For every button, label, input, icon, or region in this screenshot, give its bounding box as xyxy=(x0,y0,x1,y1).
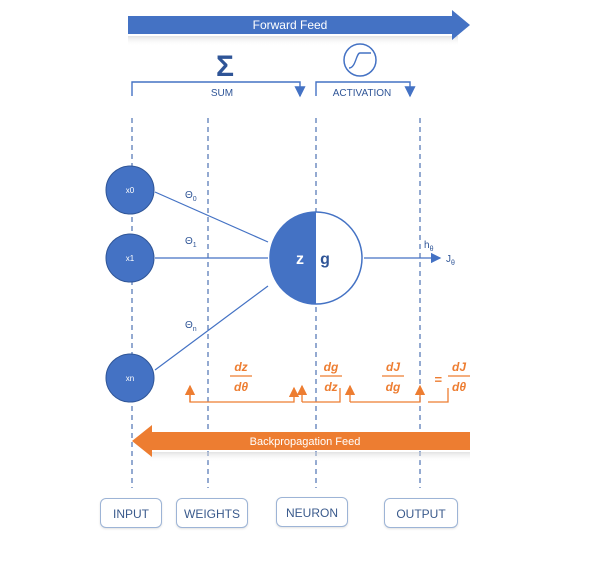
gradient-equals: = xyxy=(434,372,442,387)
gradient-dj-dg: dJ dg xyxy=(382,360,404,394)
stage-weights-box: WEIGHTS xyxy=(176,498,248,528)
backpropagation-label: Backpropagation Feed xyxy=(250,436,361,448)
gradient-dz-dtheta: dz dθ xyxy=(230,360,252,394)
stage-input-box: INPUT xyxy=(100,498,162,528)
stage-neuron-box: NEURON xyxy=(276,497,348,527)
weight-label-theta1: Θ1 xyxy=(185,236,197,249)
input-label-x0: x0 xyxy=(126,186,135,195)
gradient-numerator: dJ xyxy=(386,360,400,374)
input-node-x0: x0 xyxy=(105,165,155,215)
gradient-numerator: dg xyxy=(324,360,339,374)
gradient-denominator: dθ xyxy=(234,380,248,394)
gradient-brackets xyxy=(184,384,449,403)
gradient-denominator: dg xyxy=(386,380,401,394)
input-node-xn: xn xyxy=(105,353,155,403)
weight-label-thetan: Θn xyxy=(185,320,197,333)
input-label-x1: x1 xyxy=(126,254,135,263)
stage-output-box: OUTPUT xyxy=(384,498,458,528)
gradient-dg-dz: dg dz xyxy=(320,360,342,394)
weight-connections xyxy=(154,191,269,371)
output-arrow: hθ Jθ xyxy=(364,240,455,267)
output-j-label: Jθ xyxy=(446,254,455,267)
gradient-denominator: dz xyxy=(324,380,337,394)
activation-label: ACTIVATION xyxy=(333,88,392,99)
sum-label: SUM xyxy=(211,88,233,99)
neuron-g-label: g xyxy=(320,251,330,268)
output-h-label: hθ xyxy=(424,240,434,253)
connection-x0 xyxy=(154,191,269,243)
gradient-denominator: dθ xyxy=(452,380,466,394)
forward-feed-label: Forward Feed xyxy=(253,18,328,32)
gradient-numerator: dJ xyxy=(452,360,466,374)
sigma-symbol: Σ xyxy=(216,50,234,83)
input-node-x1: x1 xyxy=(105,233,155,283)
neuron-node: z g xyxy=(269,211,363,305)
weight-label-theta0: Θ0 xyxy=(185,190,197,203)
input-label-xn: xn xyxy=(126,374,134,383)
sum-bracket: SUM xyxy=(131,81,306,99)
gradient-numerator: dz xyxy=(234,360,247,374)
connection-xn xyxy=(154,285,269,371)
forward-feed-arrow: Forward Feed xyxy=(128,10,470,46)
backpropagation-arrow: Backpropagation Feed xyxy=(132,425,470,462)
neuron-z-label: z xyxy=(296,251,304,268)
gradient-dj-dtheta: = dJ dθ xyxy=(434,360,470,394)
activation-bracket: ACTIVATION xyxy=(315,81,416,99)
sigmoid-icon xyxy=(343,43,377,77)
